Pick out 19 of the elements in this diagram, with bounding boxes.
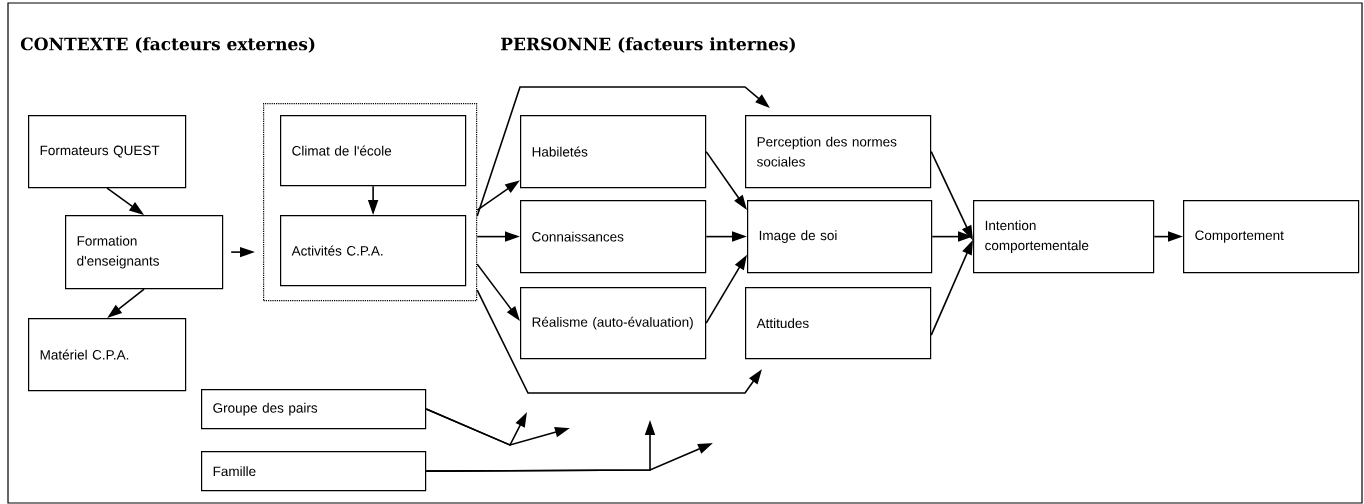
- section-heading: CONTEXTE (facteurs externes): [20, 37, 315, 53]
- process-box: Formation d'enseignants: [65, 215, 224, 290]
- process-box: Comportement: [1183, 200, 1360, 274]
- process-box: Formateurs QUEST: [28, 115, 187, 189]
- group-box: [263, 103, 478, 302]
- section-heading: PERSONNE (facteurs internes): [501, 37, 795, 53]
- process-box: Image de soi: [747, 200, 933, 274]
- process-box: Famille: [201, 451, 427, 492]
- arrow: [476, 289, 762, 394]
- process-box: Perception des normes sociales: [745, 115, 932, 189]
- process-box: Connaissances: [520, 200, 707, 274]
- process-box: Intention comportementale: [973, 200, 1155, 274]
- process-box: Habiletés: [520, 115, 707, 189]
- nested-box: Climat de l'école: [280, 115, 467, 187]
- process-box: Groupe des pairs: [201, 389, 427, 430]
- process-box: Attitudes: [745, 287, 932, 360]
- nested-box: Activités C.P.A.: [280, 215, 467, 287]
- process-box: Matériel C.P.A.: [28, 318, 187, 392]
- process-box: Réalisme (auto-évaluation): [520, 287, 707, 360]
